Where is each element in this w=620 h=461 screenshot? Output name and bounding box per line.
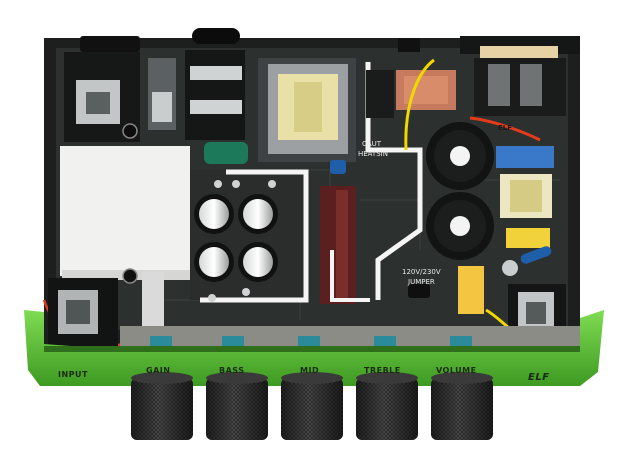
input-hole <box>66 300 90 324</box>
tube-sockets <box>426 122 494 260</box>
power-pin <box>520 64 542 106</box>
input-label: INPUT <box>58 370 88 379</box>
panel-shadow <box>44 346 580 352</box>
white-module <box>60 146 190 276</box>
jack-hole <box>526 302 546 324</box>
screw <box>122 268 138 284</box>
jack-clip-2 <box>190 100 242 114</box>
film-cap <box>496 146 554 168</box>
silk-outline <box>200 169 309 303</box>
red-wire <box>469 116 541 142</box>
switch-top <box>398 38 420 52</box>
regulator <box>366 70 394 118</box>
gain-label: GAIN <box>146 366 171 375</box>
switch-metal <box>152 92 172 122</box>
power-pin <box>488 64 510 106</box>
heatsink-text: HEATSIN <box>358 150 388 158</box>
hv-silk-line <box>365 62 423 300</box>
knobs <box>131 378 493 440</box>
mid-label: MID <box>300 366 320 375</box>
brand-logo: ELF <box>528 372 550 383</box>
voltage-text: 120V/230V <box>402 268 441 276</box>
knob-caps <box>131 372 493 384</box>
inductor <box>204 142 248 164</box>
top-knob <box>192 28 240 44</box>
jumper <box>408 284 430 298</box>
top-jack <box>80 36 140 52</box>
screw <box>502 260 518 276</box>
screw <box>122 123 138 139</box>
choke-core <box>510 180 542 212</box>
resistor-highlight <box>336 190 348 300</box>
jumper-text: JUMPER <box>408 278 435 286</box>
volume-label: VOLUME <box>436 366 477 375</box>
output-jack <box>185 50 245 140</box>
coil-center <box>294 82 322 132</box>
yellow-cap <box>506 228 550 248</box>
filter-capacitors <box>194 194 278 282</box>
bass-label: BASS <box>219 366 245 375</box>
small-caps <box>208 180 276 302</box>
bracket-hole <box>86 92 110 114</box>
treble-label: TREBLE <box>364 366 401 375</box>
pot-strip <box>120 326 580 346</box>
caution-text: CAUT <box>362 140 382 148</box>
fuse-holder <box>458 266 484 314</box>
yellow-wire <box>404 58 435 151</box>
jack-clip <box>190 66 242 80</box>
blue-cap <box>330 160 346 174</box>
silk-line <box>330 250 370 302</box>
fuse-brand-text: ELF <box>498 124 513 132</box>
blue-cap <box>520 246 552 264</box>
